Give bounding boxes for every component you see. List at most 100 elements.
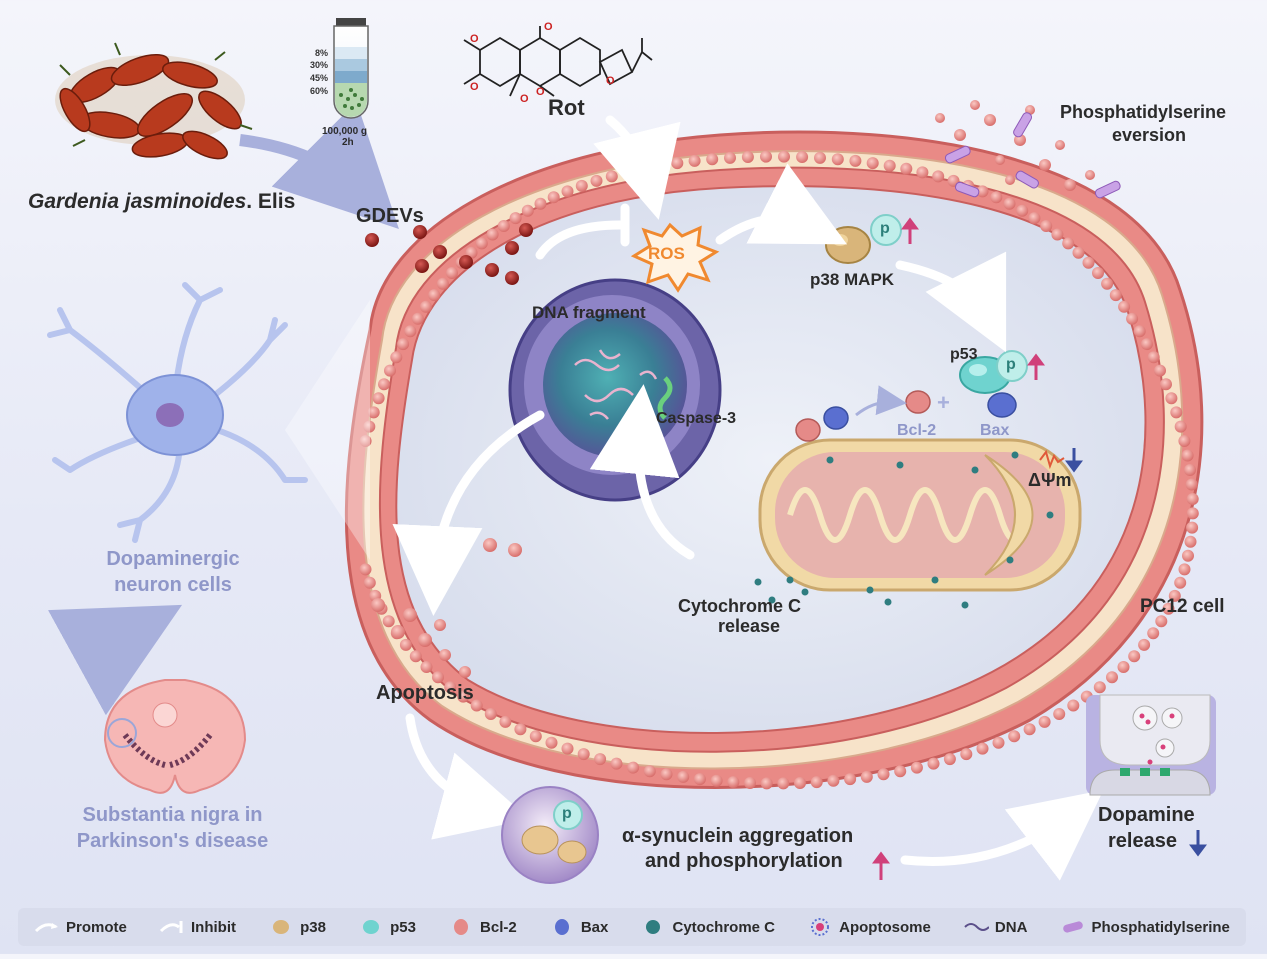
membrane-bead bbox=[660, 768, 673, 781]
tube-speed: 100,000 g bbox=[322, 126, 368, 137]
ros-label: ROS bbox=[648, 244, 685, 263]
membrane-bead bbox=[590, 174, 603, 187]
membrane-bead bbox=[1072, 246, 1085, 259]
membrane-bead bbox=[727, 776, 740, 789]
svg-text:O: O bbox=[470, 81, 479, 93]
legend-label: Bcl-2 bbox=[480, 918, 517, 936]
membrane-bead bbox=[1101, 277, 1114, 290]
membrane-bead bbox=[390, 351, 403, 364]
p-badge-p53-label: p bbox=[1006, 356, 1016, 373]
membrane-bead bbox=[943, 753, 956, 766]
membrane-bead bbox=[359, 563, 372, 576]
membrane-bead bbox=[1186, 507, 1199, 520]
membrane-bead bbox=[475, 237, 488, 250]
membrane-bead bbox=[1168, 589, 1181, 602]
membrane-bead bbox=[992, 736, 1005, 749]
neuron-label-2: neuron cells bbox=[114, 574, 232, 596]
tube-time: 2h bbox=[342, 137, 354, 148]
p38-icon bbox=[268, 917, 294, 937]
sn-label-2: Parkinson's disease bbox=[76, 830, 269, 852]
neuron-label-1: Dopaminergic bbox=[106, 548, 240, 570]
membrane-bead bbox=[927, 757, 940, 770]
membrane-bead bbox=[1182, 549, 1194, 562]
membrane-bead bbox=[1126, 312, 1139, 325]
ps-eversion-label-1: Phosphatidylserine bbox=[1060, 102, 1227, 122]
membrane-bead bbox=[1147, 627, 1160, 640]
membrane-bead bbox=[378, 378, 390, 391]
membrane-bead bbox=[610, 757, 623, 770]
membrane-bead bbox=[1128, 650, 1141, 663]
mitochondrion bbox=[758, 438, 1082, 592]
membrane-bead bbox=[1053, 708, 1066, 720]
dopamine-label-2: release bbox=[1108, 830, 1177, 852]
membrane-bead bbox=[484, 708, 497, 720]
centrifuge-tube bbox=[333, 18, 369, 119]
legend-item-bcl-2: Bcl-2 bbox=[448, 917, 517, 937]
membrane-bead bbox=[404, 325, 417, 338]
legend-label: DNA bbox=[994, 918, 1028, 936]
membrane-bead bbox=[910, 761, 923, 774]
membrane-bead bbox=[363, 576, 376, 589]
membrane-bead bbox=[1155, 615, 1168, 628]
membrane-bead bbox=[976, 742, 989, 755]
p-badge-p38-label: p bbox=[880, 220, 890, 237]
legend-label: Promote bbox=[66, 918, 127, 936]
inhibit-arrow bbox=[535, 203, 630, 260]
membrane-bead bbox=[621, 166, 634, 179]
sn-to-neuron-arrow bbox=[47, 604, 183, 716]
p-badge-p38 bbox=[870, 214, 902, 246]
membrane-bead bbox=[654, 159, 667, 172]
membrane-bead bbox=[367, 406, 380, 419]
membrane-bead bbox=[866, 157, 879, 170]
legend-item-dna: DNA bbox=[963, 917, 1028, 937]
legend-item-p38: p38 bbox=[268, 917, 326, 937]
membrane-bead bbox=[706, 153, 719, 166]
membrane-bead bbox=[577, 748, 590, 761]
svg-text:O: O bbox=[470, 33, 479, 45]
up-arrows bbox=[872, 217, 1045, 880]
membrane-bead bbox=[1016, 204, 1029, 217]
membrane-bead bbox=[860, 770, 873, 783]
membrane-bead bbox=[509, 212, 522, 225]
membrane-bead bbox=[411, 312, 424, 325]
membrane-bead bbox=[877, 768, 890, 781]
membrane-bead bbox=[1181, 449, 1194, 462]
membrane-bead bbox=[409, 650, 422, 663]
dna-icon bbox=[963, 917, 990, 937]
membrane-bead bbox=[976, 185, 989, 198]
membrane-bead bbox=[432, 671, 444, 684]
membrane-bead bbox=[1067, 699, 1080, 712]
membrane-bead bbox=[1038, 715, 1051, 728]
tube-layer-3: 45% bbox=[309, 73, 328, 83]
membrane-bead bbox=[1023, 723, 1036, 736]
membrane-bead bbox=[1184, 535, 1197, 548]
dna-fragment-label: DNA fragment bbox=[532, 303, 646, 322]
membrane-bead bbox=[894, 765, 907, 778]
legend-item-apoptosome: Apoptosome bbox=[807, 917, 931, 937]
legend-item-p53: p53 bbox=[358, 917, 416, 937]
membrane-bead bbox=[594, 753, 607, 766]
membrane-bead bbox=[844, 773, 857, 786]
bcl2-label: Bcl-2 bbox=[897, 422, 937, 439]
membrane-bead bbox=[446, 267, 458, 279]
down-arrows bbox=[1065, 448, 1207, 857]
membrane-bead bbox=[794, 777, 806, 789]
membrane-bead bbox=[382, 615, 395, 628]
membrane-bead bbox=[521, 204, 534, 217]
ps-eversion-cluster bbox=[935, 100, 1121, 199]
tube-layer-2: 30% bbox=[309, 60, 328, 70]
membrane-bead bbox=[760, 777, 773, 790]
membrane-bead bbox=[1185, 478, 1198, 491]
membrane-bead bbox=[688, 154, 701, 167]
rotenone-structure bbox=[463, 26, 653, 97]
tube-layer-1: 8% bbox=[314, 48, 328, 58]
bax-label: Bax bbox=[980, 422, 1010, 439]
legend-label: Inhibit bbox=[191, 918, 236, 936]
gardenia-fruit-image bbox=[55, 42, 253, 160]
gardenia-label: Gardenia jasminoides. Elis bbox=[28, 190, 296, 213]
membrane-bead bbox=[1106, 671, 1118, 684]
membrane-bead bbox=[990, 191, 1003, 204]
legend-label: Phosphatidylserine bbox=[1091, 918, 1230, 936]
membrane-bead bbox=[457, 690, 470, 703]
